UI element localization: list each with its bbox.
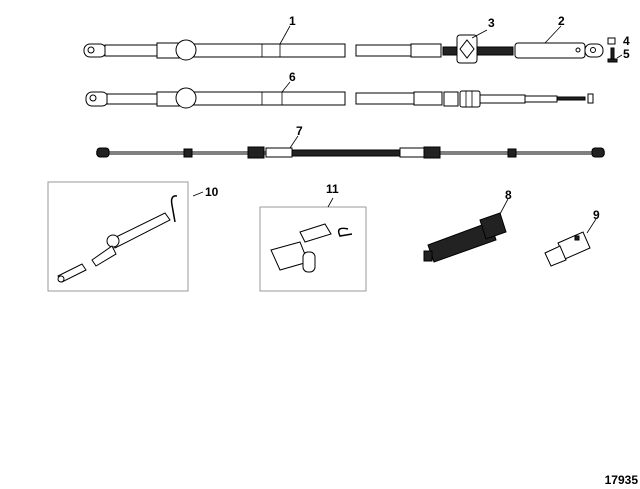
part-7-cable <box>96 146 605 159</box>
part-10-kit-box <box>47 181 189 292</box>
part-8-adapter <box>423 212 507 263</box>
part-6-cable <box>85 87 594 109</box>
part-10-linkage <box>57 195 178 283</box>
part-11-clamp <box>270 223 353 273</box>
figure-number: 17935 <box>604 473 638 487</box>
callout-8: 8 <box>505 188 512 202</box>
callout-6: 6 <box>289 70 296 84</box>
callout-1: 1 <box>289 14 296 28</box>
part-9-end-fitting <box>544 231 591 267</box>
callout-11: 11 <box>326 182 339 196</box>
callout-3: 3 <box>488 16 495 30</box>
part-1-cable-end <box>83 39 346 61</box>
part-2-cable-end <box>355 42 604 59</box>
part-3-clip <box>456 34 478 64</box>
callout-9: 9 <box>593 208 600 222</box>
callout-4: 4 <box>623 34 630 48</box>
part-11-kit-box <box>259 206 367 292</box>
callout-10: 10 <box>205 185 219 199</box>
callout-5: 5 <box>623 47 630 61</box>
part-5-bolt <box>607 47 618 63</box>
callout-2: 2 <box>558 14 565 28</box>
part-4-nut <box>607 37 616 45</box>
callout-7: 7 <box>296 124 303 138</box>
